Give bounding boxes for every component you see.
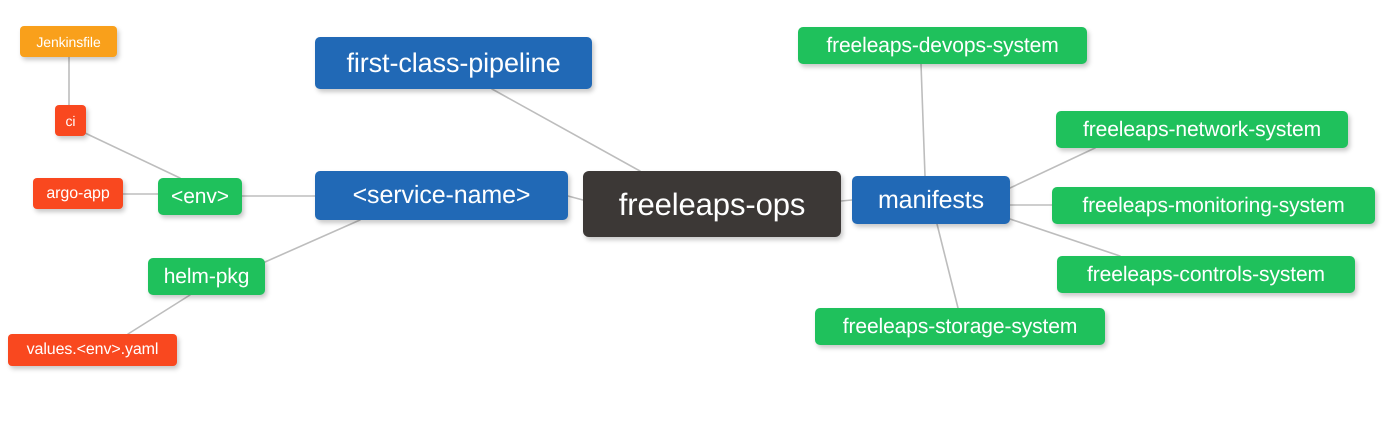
node-env[interactable]: <env> [158, 178, 242, 215]
node-freeleaps-network-system[interactable]: freeleaps-network-system [1056, 111, 1348, 148]
edge-manifests-to-freeleaps-storage-system [936, 223, 959, 309]
node-label-first-class-pipeline: first-class-pipeline [346, 47, 561, 78]
node-first-class-pipeline[interactable]: first-class-pipeline [315, 37, 592, 89]
node-freeleaps-controls-system[interactable]: freeleaps-controls-system [1057, 256, 1355, 293]
node-jenkinsfile[interactable]: Jenkinsfile [20, 26, 117, 57]
node-freeleaps-monitoring-system[interactable]: freeleaps-monitoring-system [1052, 187, 1375, 224]
node-freeleaps-devops-system[interactable]: freeleaps-devops-system [798, 27, 1087, 64]
node-freeleaps-ops[interactable]: freeleaps-ops [583, 171, 841, 237]
node-label-freeleaps-controls-system: freeleaps-controls-system [1087, 263, 1325, 286]
node-label-freeleaps-ops: freeleaps-ops [618, 186, 806, 222]
node-label-service-name: <service-name> [352, 181, 531, 209]
edge-env-to-ci [84, 132, 181, 179]
edge-freeleaps-ops-to-first-class-pipeline [491, 88, 641, 172]
node-label-freeleaps-network-system: freeleaps-network-system [1082, 118, 1321, 141]
edge-manifests-to-freeleaps-devops-system [920, 63, 926, 177]
edge-service-name-to-helm-pkg [264, 219, 361, 263]
node-manifests[interactable]: manifests [852, 176, 1010, 224]
node-label-manifests: manifests [877, 185, 985, 214]
node-label-values-env-yaml: values.<env>.yaml [26, 341, 159, 358]
node-label-argo-app: argo-app [46, 184, 110, 202]
node-label-helm-pkg: helm-pkg [163, 265, 250, 288]
edge-freeleaps-ops-to-service-name [567, 195, 584, 201]
node-label-freeleaps-devops-system: freeleaps-devops-system [826, 34, 1059, 57]
node-service-name[interactable]: <service-name> [315, 171, 568, 220]
node-label-freeleaps-storage-system: freeleaps-storage-system [842, 315, 1078, 338]
edge-manifests-to-freeleaps-controls-system [1009, 218, 1121, 257]
edge-freeleaps-ops-to-manifests [840, 199, 853, 202]
edge-helm-pkg-to-values-env-yaml [127, 294, 191, 335]
node-label-env: <env> [171, 185, 229, 208]
edge-manifests-to-freeleaps-network-system [1009, 147, 1096, 189]
node-freeleaps-storage-system[interactable]: freeleaps-storage-system [815, 308, 1105, 345]
node-label-ci: ci [65, 112, 76, 129]
node-ci[interactable]: ci [55, 105, 86, 136]
node-values-env-yaml[interactable]: values.<env>.yaml [8, 334, 177, 366]
node-label-jenkinsfile: Jenkinsfile [36, 33, 101, 50]
node-argo-app[interactable]: argo-app [33, 178, 123, 209]
node-label-freeleaps-monitoring-system: freeleaps-monitoring-system [1082, 194, 1345, 217]
node-helm-pkg[interactable]: helm-pkg [148, 258, 265, 295]
